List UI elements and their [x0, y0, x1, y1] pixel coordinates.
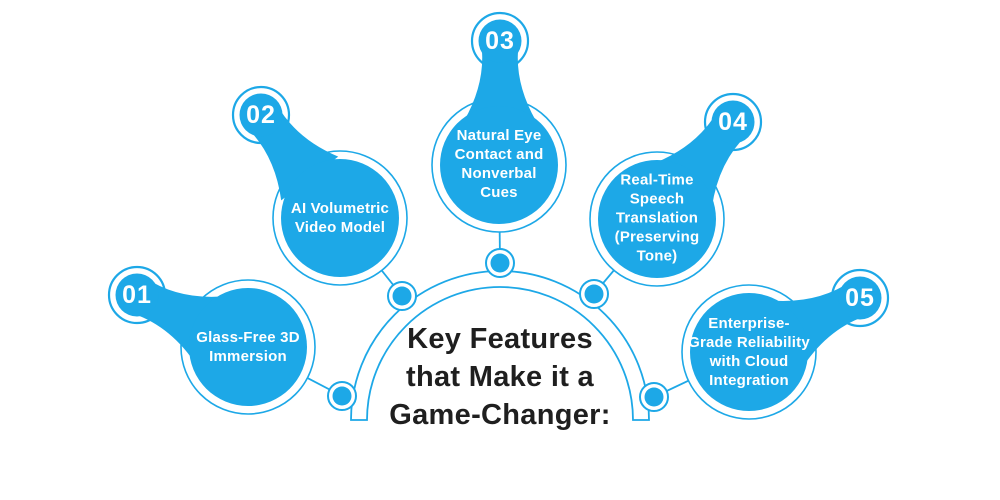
feature-04-number: 04	[718, 107, 748, 136]
feature-04-circle	[598, 160, 716, 278]
feature-02-badge	[239, 93, 283, 137]
node-dot-02	[387, 281, 417, 311]
feature-01-group	[107, 265, 316, 415]
feature-03-badge	[478, 19, 522, 63]
feature-05-group	[681, 268, 890, 420]
feature-02-number: 02	[246, 100, 276, 129]
feature-01-label: Glass-Free 3D Immersion	[196, 329, 300, 365]
feature-03-circle	[440, 106, 558, 224]
feature-02-group	[231, 85, 408, 286]
feature-02-label: AI Volumetric Video Model	[290, 200, 390, 236]
node-dot-04	[579, 279, 609, 309]
node-dot-01	[327, 381, 357, 411]
feature-04-badge	[711, 100, 755, 144]
page-title: Key Features that Make it a Game-Changer…	[389, 323, 611, 431]
feature-01-number: 01	[122, 280, 152, 309]
feature-05-circle	[690, 293, 808, 411]
feature-03-number: 03	[485, 26, 515, 55]
arc-band	[350, 270, 650, 421]
node-dot-03	[485, 248, 515, 278]
feature-01-circle	[189, 288, 307, 406]
feature-03-teardrop	[464, 41, 536, 121]
feature-04-label: Real-Time Speech Translation (Preserving…	[614, 171, 700, 265]
feature-03-label: Natural Eye Contact and Nonverbal Cues	[454, 127, 544, 201]
feature-05-label: Enterprise- Grade Reliability with Cloud…	[688, 315, 810, 389]
feature-04-group	[589, 92, 763, 287]
node-dot-05	[639, 382, 669, 412]
feature-02-circle	[281, 159, 399, 277]
feature-01-badge	[115, 273, 159, 317]
feature-05-badge	[838, 276, 882, 320]
feature-03-group	[431, 11, 567, 233]
feature-05-number: 05	[845, 283, 875, 312]
